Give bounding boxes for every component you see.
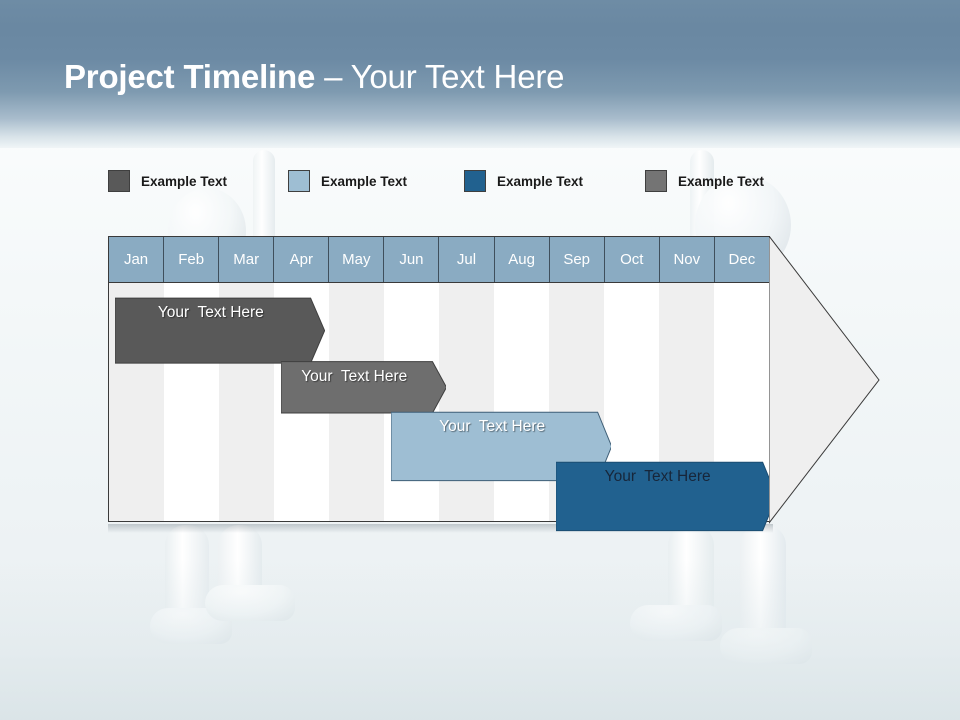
square-swatch-icon (645, 170, 667, 192)
task-bar-1[interactable]: Your Text Here (115, 296, 325, 329)
task-bar-3[interactable]: Your Text Here (390, 410, 612, 443)
month-cell-jan[interactable]: Jan (109, 237, 165, 282)
task-bar-label: Your Text Here (301, 367, 408, 385)
month-cell-apr[interactable]: Apr (274, 237, 330, 282)
month-cell-feb[interactable]: Feb (164, 237, 220, 282)
month-cell-sep[interactable]: Sep (550, 237, 605, 282)
task-bar-arrow-shape (115, 296, 325, 365)
column-stripe-jan (109, 237, 164, 521)
square-swatch-icon (288, 170, 310, 192)
legend-item-2[interactable]: Example Text (288, 168, 407, 194)
legend-item-label: Example Text (141, 173, 228, 189)
task-bar-2[interactable]: Your Text Here (280, 360, 447, 393)
square-swatch-icon (108, 170, 130, 192)
month-cell-aug[interactable]: Aug (495, 237, 550, 282)
column-stripe-feb (164, 237, 219, 521)
floor-shadow (0, 560, 960, 720)
page-title: Project Timeline – Your Text Here (64, 58, 564, 96)
task-bar-label: Your Text Here (604, 467, 711, 485)
month-cell-may[interactable]: May (329, 237, 385, 282)
page-title-bold: Project Timeline (64, 58, 316, 95)
square-swatch-icon (464, 170, 486, 192)
legend-item-label: Example Text (497, 173, 584, 189)
month-cell-jul[interactable]: Jul (439, 237, 495, 282)
task-bar-label: Your Text Here (439, 417, 546, 435)
page-title-rest: – Your Text Here (315, 58, 565, 95)
month-cell-jun[interactable]: Jun (384, 237, 440, 282)
month-cell-nov[interactable]: Nov (660, 237, 715, 282)
table-shadow (108, 524, 773, 533)
task-bar-label: Your Text Here (157, 303, 264, 321)
month-cell-mar[interactable]: Mar (219, 237, 275, 282)
task-bar-4[interactable]: Your Text Here (556, 460, 777, 493)
month-cell-oct[interactable]: Oct (605, 237, 660, 282)
legend-item-3[interactable]: Example Text (464, 168, 583, 194)
legend-item-label: Example Text (678, 173, 765, 189)
column-stripe-mar (219, 237, 274, 521)
timeline-arrow-head-icon (769, 236, 881, 524)
legend-item-4[interactable]: Example Text (645, 168, 764, 194)
legend-item-label: Example Text (321, 173, 408, 189)
task-bar-arrow-shape (280, 360, 446, 415)
title-band (0, 0, 960, 148)
month-cell-dec[interactable]: Dec (728, 251, 756, 268)
legend: Example Text Example Text Example Text Exam… (108, 168, 908, 194)
legend-item-1[interactable]: Example Text (108, 168, 227, 194)
